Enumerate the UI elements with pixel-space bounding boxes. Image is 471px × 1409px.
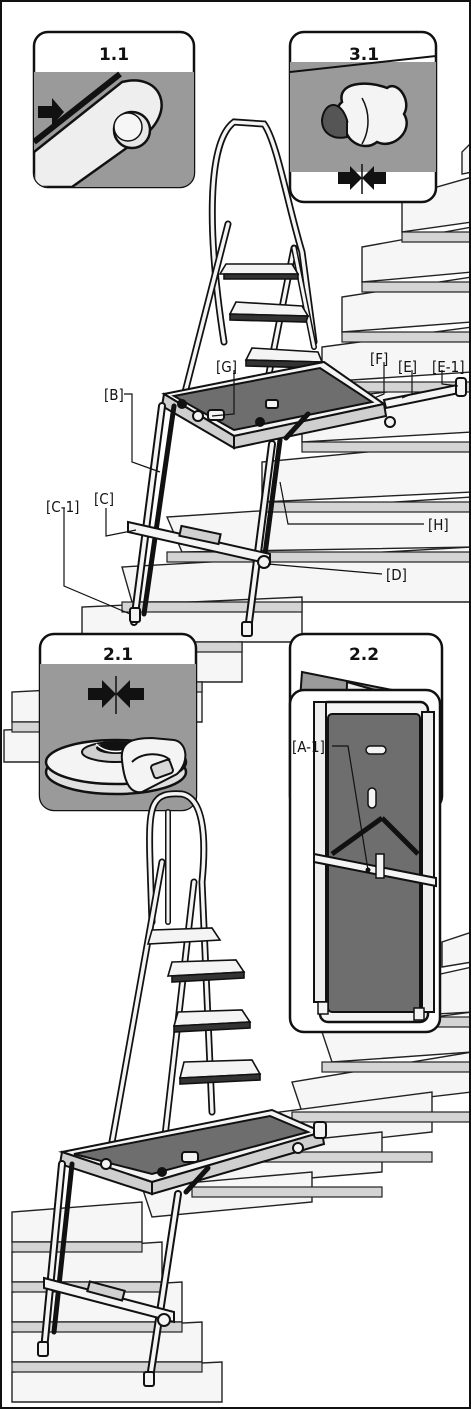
label-b: [B] [104,386,124,404]
inset-2-1: 2.1 [38,632,198,812]
label-g: [G] [216,358,237,376]
label-c1: [C-1] [46,498,79,516]
inset-3-1: 3.1 [288,30,438,204]
label-c: [C] [94,490,114,508]
extension-arm [382,377,467,428]
label-h: [H] [428,516,449,534]
crossbar-c [127,520,271,637]
label-e1: [E-1] [432,358,465,376]
label-e: [E] [398,358,417,376]
inset-title: 2.1 [103,645,133,665]
inset-title: 3.1 [349,45,379,65]
lower-ladder-steps [146,927,262,1085]
label-f: [F] [370,350,388,368]
upper-ladder-steps [218,263,324,369]
label-d: [D] [386,566,407,584]
inset-1-1: 1.1 [32,30,196,189]
lower-legs [40,1160,211,1382]
arrow-right-icon [38,98,64,126]
inset-title: 2.2 [349,645,379,665]
inset-title: 1.1 [99,45,129,65]
inset-folded-ladder [288,688,442,1034]
label-a1: [A-1] [292,738,325,756]
leader-lines [63,362,459,871]
part-labels: [B] [G] [F] [E] [E-1] [C-1] [C] [H] [D] … [46,350,465,756]
upper-legs [130,402,311,634]
lower-ladder-top [120,736,187,794]
lower-crossbar [37,1276,175,1387]
